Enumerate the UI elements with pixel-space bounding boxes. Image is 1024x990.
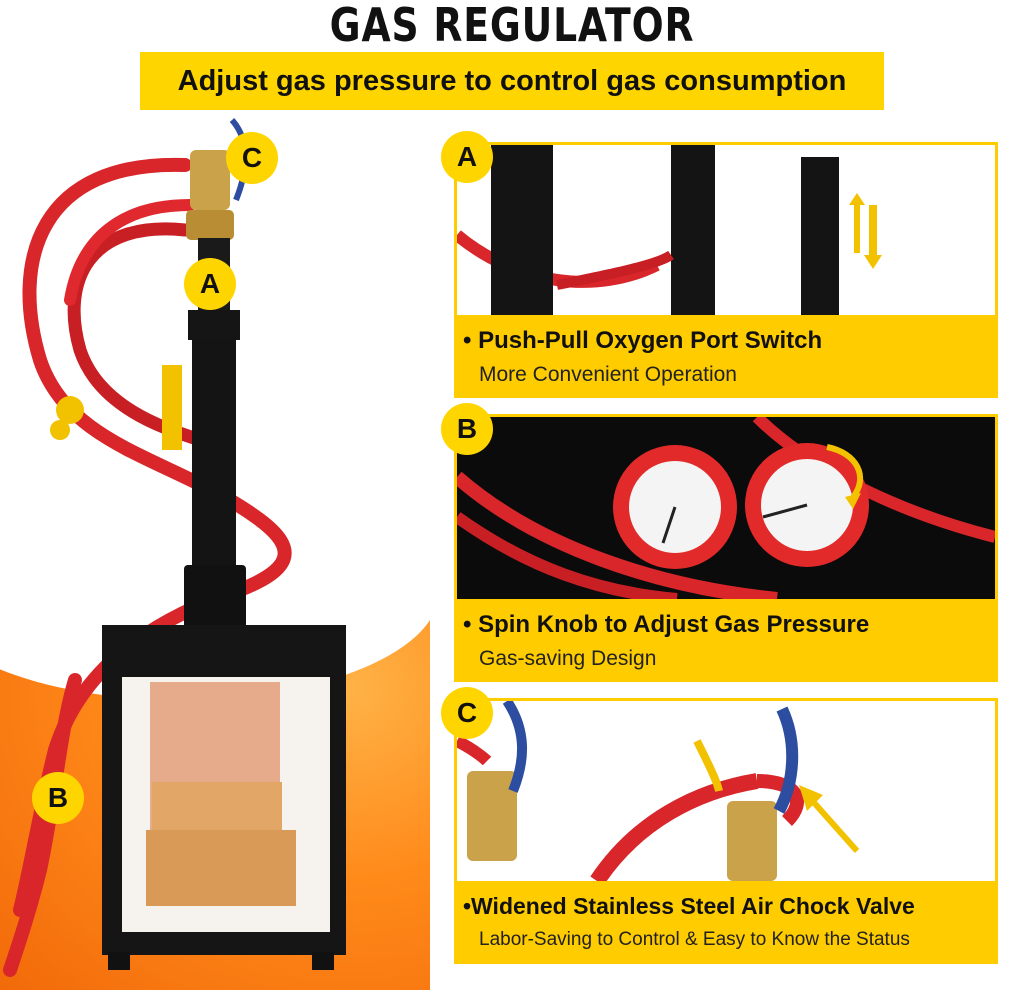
fire-brick-2	[146, 830, 296, 906]
feature-panel-b: B • Spin Knob to Adjust Gas Pressure Gas…	[441, 403, 998, 682]
fire-brick-1	[152, 782, 282, 832]
panel-a-subtext: More Convenient Operation	[479, 363, 737, 386]
feature-panel-a: A • Push-Pull Oxygen Port Switch More Co…	[441, 131, 998, 398]
panel-a-caption: • Push-Pull Oxygen Port Switch More Conv…	[457, 315, 995, 395]
panel-c-badge: C	[441, 687, 493, 739]
brass-valve-top	[190, 150, 230, 210]
panel-a-badge: A	[441, 131, 493, 183]
subtitle-text: Adjust gas pressure to control gas consu…	[177, 65, 847, 97]
panel-c-caption: •Widened Stainless Steel Air Chock Valve…	[457, 881, 995, 961]
panel-c-subtext: Labor-Saving to Control & Easy to Know t…	[479, 929, 910, 950]
panel-b-caption: • Spin Knob to Adjust Gas Pressure Gas-s…	[457, 599, 995, 679]
panel-a-photo	[457, 145, 995, 315]
subtitle-banner: Adjust gas pressure to control gas consu…	[140, 52, 884, 110]
forge-foot-right	[312, 952, 334, 970]
red-hose-upper	[64, 199, 196, 306]
page-title: GAS REGULATOR	[329, 0, 695, 52]
panel-b-subtext: Gas-saving Design	[479, 647, 657, 670]
burner-pipe-main	[192, 338, 236, 568]
panel-b-heading: • Spin Knob to Adjust Gas Pressure	[463, 611, 870, 638]
panel-b-badge: B	[441, 403, 493, 455]
panel-b-photo	[457, 417, 995, 599]
panel-a-heading: • Push-Pull Oxygen Port Switch	[463, 327, 823, 354]
brass-valve-mid	[186, 210, 234, 240]
burner-pipe-collar	[188, 310, 240, 340]
badge-b-main: B	[32, 772, 84, 824]
panel-c-heading: •Widened Stainless Steel Air Chock Valve	[463, 893, 915, 919]
panel-c-photo	[457, 701, 995, 881]
red-hose-lower	[3, 673, 82, 977]
red-hose-inner	[67, 222, 207, 447]
badge-c-main: C	[226, 132, 278, 184]
vevor-tag	[162, 365, 182, 450]
yellow-wing-nut	[56, 396, 84, 424]
badge-a-main: A	[184, 258, 236, 310]
forge-foot-left	[108, 952, 130, 970]
feature-panel-c: C •Widened Stainless Steel Air Chock Val…	[441, 687, 998, 964]
forge-product-illustration	[3, 117, 346, 977]
